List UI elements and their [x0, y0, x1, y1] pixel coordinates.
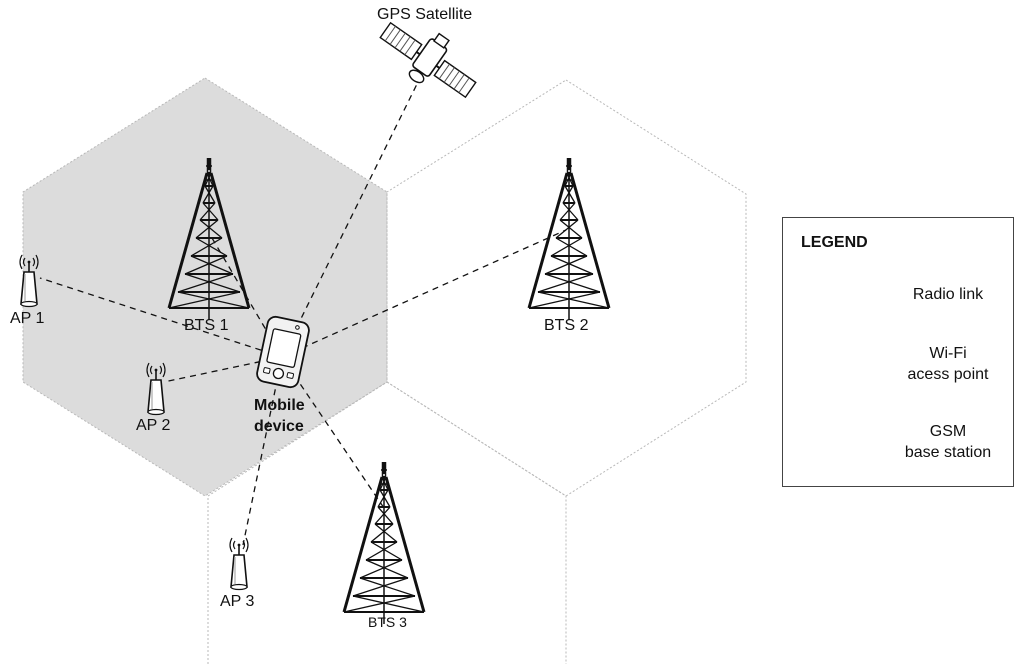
serving-cell: [22, 77, 388, 497]
cell-bts2: [386, 79, 747, 497]
ap2-label: AP 2: [136, 417, 171, 434]
link-ap1: [39, 277, 283, 358]
bts2-label: BTS 2: [544, 317, 589, 334]
cell-bts3: [207, 381, 567, 664]
ap1-label: AP 1: [10, 310, 45, 327]
legend-gsm-line2: base station: [904, 444, 992, 461]
gps-satellite-label: GPS Satellite: [377, 6, 473, 23]
bts3-label: BTS 3: [368, 614, 407, 630]
link-bts3: [281, 356, 385, 509]
legend-wifi-line2: acess point: [907, 366, 989, 383]
tower-icon: [527, 156, 611, 322]
mobile-label-line1: Mobile: [254, 397, 305, 414]
bts1-label: BTS 1: [184, 317, 229, 334]
satellite-icon: [379, 21, 477, 99]
legend-radio-link: Radio link: [912, 286, 984, 303]
wifi-ap-icon: [229, 537, 249, 591]
ap3-label: AP 3: [220, 593, 255, 610]
mobile-label-line2: device: [254, 418, 304, 435]
legend-title: LEGEND: [801, 234, 868, 251]
legend-wifi-line1: Wi-Fi: [929, 345, 967, 362]
link-ap2: [163, 356, 283, 383]
legend: LEGEND Radio link Wi-Fi acess point GSM …: [782, 217, 1014, 487]
link-bts2: [281, 229, 567, 358]
mobile-device-icon: [256, 315, 310, 389]
legend-wifi: Wi-Fi acess point: [883, 343, 1013, 385]
legend-gsm-line1: GSM: [929, 423, 967, 440]
legend-gsm: GSM base station: [883, 421, 1013, 463]
tower-icon: [342, 460, 426, 626]
link-satellite: [281, 81, 419, 358]
